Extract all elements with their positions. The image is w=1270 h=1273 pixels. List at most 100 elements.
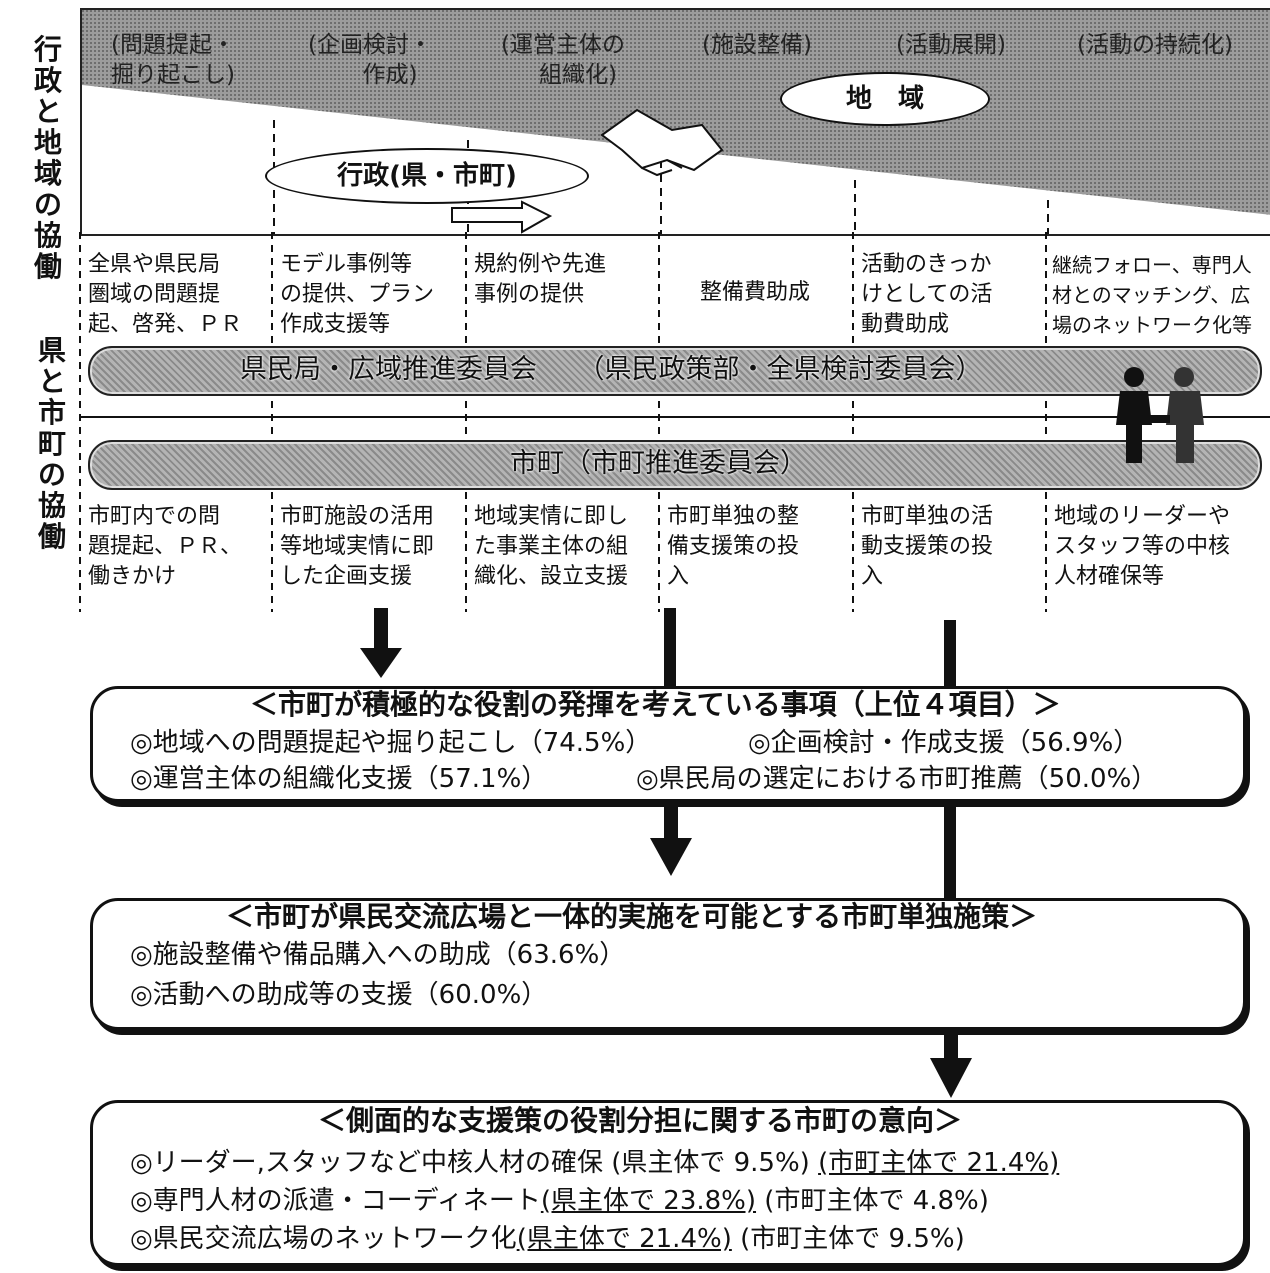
collaboration-panel <box>80 8 1270 236</box>
lower-cell-5-l2: 動支援策の投 <box>861 534 994 559</box>
upper-cell-3-l2: 事例の提供 <box>474 282 585 307</box>
side-label-text: 行政と地域の協働 <box>34 33 63 283</box>
box3-line2: ◎専門人材の派遣・コーディネート(県主体で 23.8%) (市町主体で 4.8%… <box>130 1184 989 1218</box>
phase-5-line1: (活動展開) <box>896 32 1006 58</box>
upper-cell-6-l1: 継続フォロー、専門人 <box>1052 253 1252 277</box>
people-meeting-icon <box>1116 367 1204 463</box>
lower-cell-4-l1: 市町単独の整 <box>667 504 800 529</box>
upper-cell-1-l2: 圏域の問題提 <box>88 282 221 307</box>
box1-line1b: ◎企画検討・作成支援（56.9%） <box>748 728 1140 758</box>
side-label-text-a: 県と市町の協働 <box>38 335 72 552</box>
upper-cell-5-l2: けとしての活 <box>861 282 993 307</box>
upper-cell-3: 規約例や先進 事例の提供 <box>474 250 606 310</box>
phase-6-line1: (活動の持続化) <box>1077 32 1233 58</box>
column-separators <box>79 232 1270 612</box>
box1-line1a: ◎地域への問題提起や掘り起こし（74.5%） <box>130 728 652 758</box>
box1-line2a: ◎運営主体の組織化支援（57.1%） <box>130 764 548 794</box>
oval-gyousei: 行政(県・市町) <box>265 148 589 204</box>
lower-cell-3-l1: 地域実情に即し <box>474 504 629 529</box>
upper-cell-5-l3: 動費助成 <box>861 312 950 337</box>
upper-cell-4: 整備費助成 <box>700 278 810 308</box>
phase-2-line2: 作成) <box>362 62 418 88</box>
upper-cell-2-l1: モデル事例等 <box>280 252 413 277</box>
lower-cell-4-l2: 備支援策の投 <box>667 534 800 559</box>
box2-line1: ◎施設整備や備品購入への助成（63.6%） <box>130 940 626 970</box>
oval-gyousei-text: 行政(県・市町) <box>337 161 517 191</box>
box3-l3c: (市町主体で 9.5%) <box>740 1224 965 1254</box>
phase-1-line2: 掘り起こし) <box>111 62 235 88</box>
phase-3-line1: (運営主体の <box>501 32 625 58</box>
lower-cell-2-l2: 等地域実情に即 <box>280 534 435 559</box>
box-support-division <box>90 1100 1246 1266</box>
upper-cell-1-l3: 起、啓発、ＰＲ <box>88 312 243 337</box>
lower-cell-2-l1: 市町施設の活用 <box>280 504 435 529</box>
oval-chiiki-text: 地 域 <box>845 84 924 114</box>
phase-1: (問題提起・ 掘り起こし) <box>88 30 258 90</box>
lower-cell-1: 市町内での問 題提起、ＰＲ、 働きかけ <box>88 502 242 592</box>
lower-cell-5-l1: 市町単独の活 <box>861 504 994 529</box>
upper-cell-2-l2: の提供、プラン <box>280 282 435 307</box>
lower-cell-5-l3: 入 <box>861 564 884 589</box>
upper-cell-6: 継続フォロー、専門人 材とのマッチング、広 場のネットワーク化等 <box>1052 250 1252 340</box>
phase-2-line1: (企画検討・ <box>308 32 432 58</box>
upper-cell-1-l1: 全県や県民局 <box>88 252 221 277</box>
lower-cell-3: 地域実情に即し た事業主体の組 織化、設立支援 <box>474 502 628 592</box>
phase-3: (運営主体の 組織化) <box>478 30 648 90</box>
box3-l2b: (県主体で 23.8%) <box>540 1186 757 1216</box>
collaboration-wedge <box>82 10 1270 234</box>
box3-l3a: ◎県民交流広場のネットワーク化 <box>130 1224 517 1254</box>
side-label-ken-shicho-text: 県と市町の協働 <box>38 334 67 553</box>
lower-cell-3-l3: 織化、設立支援 <box>474 564 629 589</box>
bar-kenmin <box>88 346 1262 396</box>
box2-line2: ◎活動への助成等の支援（60.0%） <box>130 980 548 1010</box>
oval-chiiki: 地 域 <box>780 72 990 126</box>
box-independent-measures <box>90 898 1246 1030</box>
side-label-ken-shicho: 県と市町の協働 <box>8 335 78 552</box>
handshake-icon <box>600 108 724 177</box>
box1-line2b: ◎県民局の選定における市町推薦（50.0%） <box>636 764 1158 794</box>
phase-3-line2: 組織化) <box>539 62 617 88</box>
upper-cell-1: 全県や県民局 圏域の問題提 起、啓発、ＰＲ <box>88 250 242 340</box>
box-positive-roles <box>90 686 1246 802</box>
upper-cell-3-l1: 規約例や先進 <box>474 252 607 277</box>
lower-cell-4-l3: 入 <box>667 564 690 589</box>
lower-cell-1-l2: 題提起、ＰＲ、 <box>88 534 243 559</box>
bar-kenmin-text: 県民局・広域推進委員会 （県民政策部・全県検討委員会） <box>240 354 983 385</box>
phase-1-line1: (問題提起・ <box>111 32 235 58</box>
upper-cell-6-l3: 場のネットワーク化等 <box>1052 313 1252 337</box>
box1-title: ＜市町が積極的な役割の発揮を考えている事項（上位４項目）＞ <box>250 688 1061 721</box>
lower-cell-6: 地域のリーダーや スタッフ等の中核 人材確保等 <box>1054 502 1230 592</box>
upper-cell-2-l3: 作成支援等 <box>280 312 391 337</box>
flow-arrows <box>360 608 972 1098</box>
box3-l2a: ◎専門人材の派遣・コーディネート <box>130 1186 541 1216</box>
box3-l2c: (市町主体で 4.8%) <box>764 1186 989 1216</box>
upper-cell-2: モデル事例等 の提供、プラン 作成支援等 <box>280 250 434 340</box>
upper-cell-6-l2: 材とのマッチング、広 <box>1052 283 1251 307</box>
box3-l1b: (市町主体で 21.4%) <box>818 1148 1060 1178</box>
lower-cell-1-l3: 働きかけ <box>88 564 177 589</box>
box3-l1a: ◎リーダー,スタッフなど中核人材の確保 (県主体で 9.5%) <box>130 1148 810 1178</box>
lower-cell-6-l1: 地域のリーダーや <box>1054 504 1231 529</box>
upper-cell-5-l1: 活動のきっか <box>861 252 992 277</box>
box3-line3: ◎県民交流広場のネットワーク化(県主体で 21.4%) (市町主体で 9.5%) <box>130 1222 965 1256</box>
upper-cell-4-l1: 整備費助成 <box>700 280 811 305</box>
bar-shicho-text: 市町（市町推進委員会） <box>510 448 807 479</box>
phase-6: (活動の持続化) <box>1050 30 1260 60</box>
lower-cell-2-l3: した企画支援 <box>280 564 413 589</box>
lower-cell-1-l1: 市町内での問 <box>88 504 221 529</box>
box3-l3b: (県主体で 21.4%) <box>516 1224 732 1254</box>
lower-cell-6-l3: 人材確保等 <box>1054 564 1165 589</box>
lower-cell-4: 市町単独の整 備支援策の投 入 <box>667 502 799 592</box>
upper-cell-5: 活動のきっか けとしての活 動費助成 <box>861 250 992 340</box>
phase-5: (活動展開) <box>866 30 1036 60</box>
box3-title: ＜側面的な支援策の役割分担に関する市町の意向＞ <box>318 1104 963 1137</box>
lower-cell-3-l2: た事業主体の組 <box>474 534 629 559</box>
phase-4-line1: (施設整備) <box>702 32 812 58</box>
lower-cell-5: 市町単独の活 動支援策の投 入 <box>861 502 993 592</box>
lower-cell-6-l2: スタッフ等の中核 <box>1054 534 1231 559</box>
phase-2: (企画検討・ 作成) <box>285 30 455 90</box>
phase-4: (施設整備) <box>672 30 842 60</box>
box3-line1: ◎リーダー,スタッフなど中核人材の確保 (県主体で 9.5%) (市町主体で 2… <box>130 1146 1059 1180</box>
bar-shicho <box>88 440 1262 490</box>
lower-cell-2: 市町施設の活用 等地域実情に即 した企画支援 <box>280 502 434 592</box>
